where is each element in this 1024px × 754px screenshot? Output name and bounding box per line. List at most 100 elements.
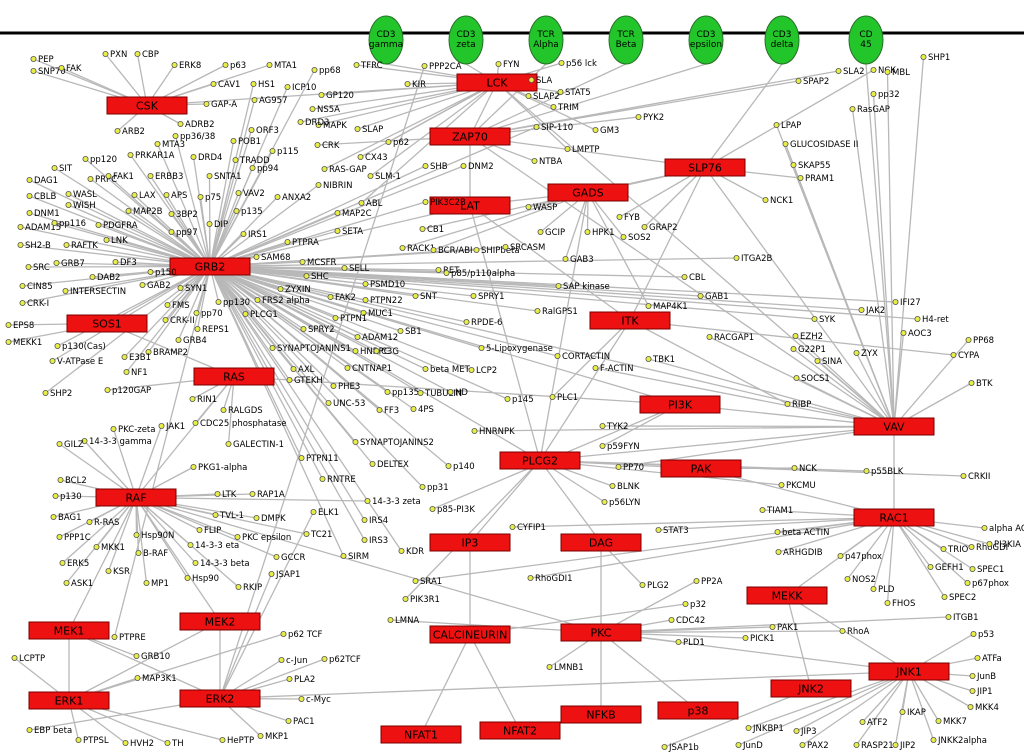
leaf-node[interactable]: 3BP2 (168, 210, 198, 220)
leaf-node[interactable]: SHB (422, 162, 448, 172)
leaf-node[interactable]: c-Myc (298, 695, 331, 705)
leaf-node[interactable]: BLNK (609, 482, 640, 492)
leaf-node[interactable]: DELTEX (369, 460, 409, 470)
leaf-node[interactable]: ADAM15 (17, 223, 61, 233)
hub-node-itk[interactable]: ITK (589, 311, 671, 330)
leaf-node[interactable]: ORF3 (248, 126, 279, 136)
leaf-node[interactable]: KIR (404, 80, 426, 90)
leaf-node[interactable]: PRPC (87, 175, 117, 185)
leaf-node[interactable]: STAT5 (557, 88, 591, 98)
leaf-node[interactable]: SPEC2 (941, 593, 976, 603)
leaf-node[interactable]: MTA3 (154, 140, 185, 150)
leaf-node[interactable]: HS1 (250, 80, 275, 90)
leaf-node[interactable]: JunB (969, 672, 996, 682)
leaf-node[interactable]: AG957 (251, 96, 288, 106)
leaf-node[interactable]: SPEC1 (969, 565, 1004, 575)
leaf-node[interactable]: ANXA2 (274, 193, 311, 203)
leaf-node[interactable]: SLAP2 (525, 92, 560, 102)
leaf-node[interactable]: TH (164, 739, 184, 749)
leaf-node[interactable]: AXL (290, 365, 315, 375)
leaf-node[interactable]: KDR (398, 547, 424, 557)
leaf-node[interactable]: p120GAP (104, 386, 151, 396)
leaf-node[interactable]: DRD3 (297, 118, 330, 128)
leaf-node[interactable]: ADAM12 (354, 333, 398, 343)
leaf-node[interactable]: MAP4K1 (645, 302, 688, 312)
leaf-node[interactable]: TIAM1 (759, 506, 793, 516)
leaf-node[interactable]: JunD (735, 741, 763, 751)
leaf-node[interactable]: PICK1 (742, 634, 775, 644)
leaf-node[interactable]: RAFTK (63, 241, 98, 251)
leaf-node[interactable]: CAV1 (210, 80, 241, 90)
leaf-node[interactable]: CBP (134, 50, 159, 60)
leaf-node[interactable]: CIN85 (19, 282, 53, 292)
hub-node-jnk2[interactable]: JNK2 (770, 679, 852, 698)
leaf-node[interactable]: RNTRE (319, 475, 356, 485)
leaf-node[interactable]: p62 (385, 138, 409, 148)
leaf-node[interactable]: JIP2 (892, 741, 916, 751)
leaf-node[interactable]: pp120 (82, 155, 117, 165)
leaf-node[interactable]: SLA2 (835, 67, 865, 77)
leaf-node[interactable]: GAB1 (697, 292, 729, 302)
leaf-node[interactable]: SOS2 (620, 233, 651, 243)
hub-node-ras[interactable]: RAS (193, 367, 275, 386)
leaf-node[interactable]: PP68 (965, 336, 994, 346)
leaf-node[interactable]: MTA1 (266, 61, 297, 71)
leaf-node[interactable]: PTPN1 (332, 314, 367, 324)
leaf-node[interactable]: DMPK (253, 514, 286, 524)
leaf-node[interactable]: PIK3R1 (402, 595, 440, 605)
leaf-node[interactable]: ELK1 (310, 508, 339, 518)
leaf-node[interactable]: LPAP (773, 121, 801, 131)
leaf-node[interactable]: FAK2 (327, 293, 356, 303)
leaf-node[interactable]: pp97 (168, 228, 198, 238)
leaf-node[interactable]: APS (163, 191, 187, 201)
leaf-node[interactable]: IFI27 (892, 298, 921, 308)
leaf-node[interactable]: p130(Cas) (54, 342, 106, 352)
leaf-node[interactable]: RKIP (235, 583, 262, 593)
leaf-node[interactable]: DNM1 (26, 209, 60, 219)
leaf-node[interactable]: p56LYN (601, 498, 640, 508)
leaf-node[interactable]: BCR/ABI (430, 246, 473, 256)
leaf-node[interactable]: NTBA (531, 157, 562, 167)
leaf-node[interactable]: CB1 (419, 225, 444, 235)
leaf-node[interactable]: PAX2 (799, 741, 829, 751)
leaf-node[interactable]: PSMD10 (362, 280, 405, 290)
leaf-node[interactable]: FLIP (196, 526, 221, 536)
leaf-node[interactable]: p62TCF (321, 655, 361, 665)
leaf-node[interactable]: MAP2B (125, 207, 163, 217)
leaf-node[interactable]: IRS3 (361, 536, 388, 546)
leaf-node[interactable]: PRKAR1A (127, 151, 175, 161)
leaf-node[interactable]: CYPA (950, 351, 980, 361)
leaf-node[interactable]: GRAP2 (641, 223, 678, 233)
leaf-node[interactable]: 14-3-3 gamma (81, 437, 152, 447)
leaf-node[interactable]: STAT3 (655, 526, 689, 536)
leaf-node[interactable]: PTPRA (284, 238, 319, 248)
leaf-node[interactable]: TVL-1 (212, 511, 244, 521)
leaf-node[interactable]: p145 (504, 395, 534, 405)
leaf-node[interactable]: 5-Lipoxygenase (478, 344, 553, 354)
leaf-node[interactable]: PLG2 (639, 581, 669, 591)
leaf-node[interactable]: ERBB3 (147, 172, 183, 182)
leaf-node[interactable]: JAK1 (158, 422, 185, 432)
leaf-node[interactable]: p56 lck (558, 59, 597, 69)
leaf-node[interactable]: PXN (102, 50, 127, 60)
leaf-node[interactable]: LTK (214, 490, 237, 500)
leaf-node[interactable]: SNT (412, 292, 438, 302)
leaf-node[interactable]: Hsp90N (133, 531, 174, 541)
leaf-node[interactable]: NS5A (309, 105, 340, 115)
leaf-node[interactable]: FAK1 (105, 172, 134, 182)
hub-node-zap70[interactable]: ZAP70 (429, 127, 511, 146)
leaf-node[interactable]: EZH2 (792, 332, 823, 342)
hub-node-lck[interactable]: LCK (456, 73, 538, 92)
leaf-node[interactable]: p59FYN (599, 442, 640, 452)
leaf-node[interactable]: MKK4 (967, 703, 999, 713)
leaf-node[interactable]: pp70 (193, 309, 223, 319)
leaf-node[interactable]: SELL (341, 264, 370, 274)
leaf-node[interactable]: PAK1 (769, 623, 798, 633)
leaf-node[interactable]: 14-3-3 beta (192, 559, 250, 569)
leaf-node[interactable]: SLAP (354, 125, 383, 135)
leaf-node[interactable]: SOCS1 (793, 374, 830, 384)
leaf-node[interactable]: RIBP (784, 400, 811, 410)
leaf-node[interactable]: SRCASM (502, 243, 545, 253)
leaf-node[interactable]: LCP2 (468, 366, 497, 376)
leaf-node[interactable]: GALECTIN-1 (225, 440, 284, 450)
